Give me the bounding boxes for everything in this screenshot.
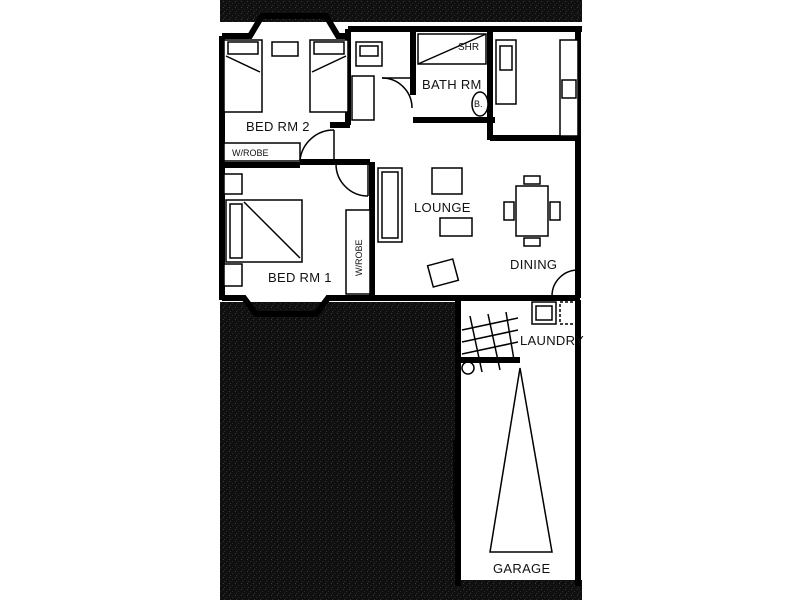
bed-1-bed: [223, 173, 303, 287]
label-b: B.: [474, 99, 483, 109]
lounge-chair: [426, 258, 460, 288]
label-wrobe-bed-2: W/ROBE: [232, 148, 269, 158]
label-laundry: LAUNDRY: [520, 333, 584, 348]
label-lounge: LOUNGE: [414, 200, 471, 215]
bath-basin: [471, 91, 489, 117]
car-space-triangle: [489, 367, 553, 553]
bed-2-beds: [223, 39, 349, 113]
laundry-tub: [531, 301, 579, 325]
bathroom-door: [381, 77, 413, 109]
garage-walls: [453, 300, 581, 586]
label-garage: GARAGE: [493, 561, 550, 576]
bed-1-door: [335, 163, 369, 197]
label-bed-rm-2: BED RM 2: [246, 119, 310, 134]
bed-1-wardrobe: [345, 209, 371, 295]
label-dining: DINING: [510, 257, 557, 272]
dining-set: [503, 175, 561, 247]
kitchen-bench: [495, 39, 579, 137]
lounge-table: [439, 217, 473, 237]
garage-interior: [458, 300, 580, 580]
label-shr: SHR: [458, 42, 479, 53]
internal-walls: [222, 29, 580, 298]
bed-2-wardrobe: [223, 142, 301, 162]
label-bath-rm: BATH RM: [422, 77, 482, 92]
bed-2-door: [299, 129, 335, 161]
toilet: [351, 41, 383, 121]
dining-door: [551, 269, 579, 297]
exterior-area: [220, 0, 582, 600]
lounge-sofa: [377, 167, 403, 243]
lounge-armchair: [431, 167, 463, 195]
label-wrobe-bed-1: W/ROBE: [354, 239, 364, 276]
label-bed-rm-1: BED RM 1: [268, 270, 332, 285]
